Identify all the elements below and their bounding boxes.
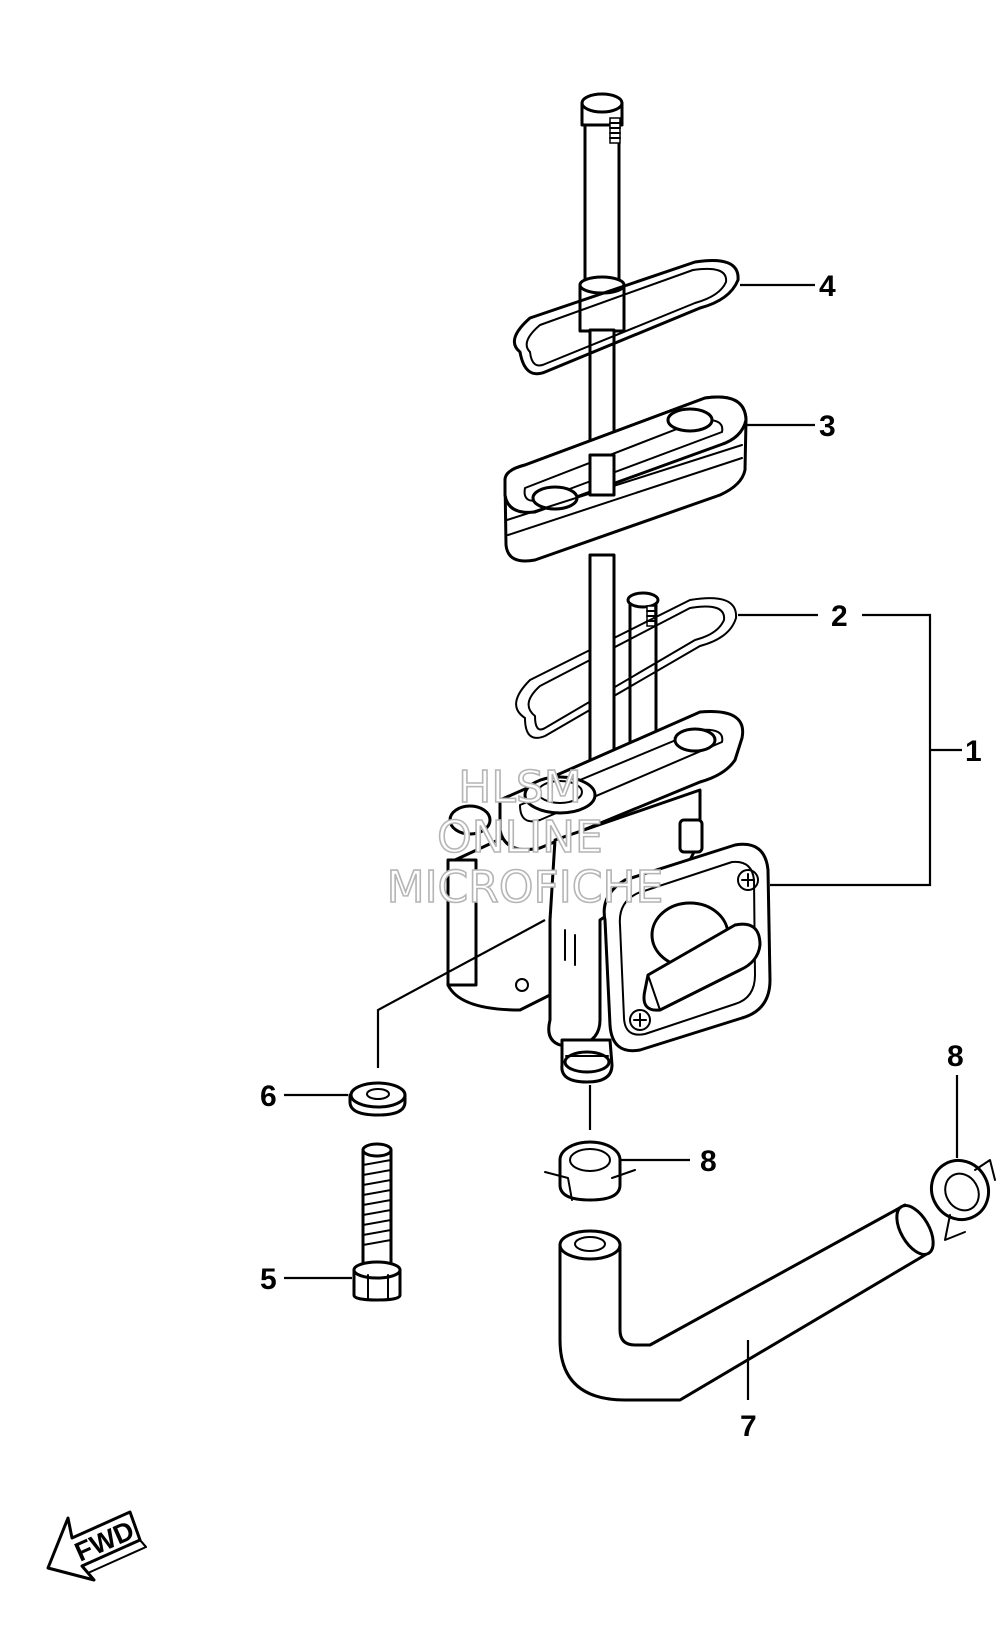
callout-1: 1 <box>965 735 982 768</box>
part-4-o-ring[interactable] <box>512 259 740 376</box>
callout-3: 3 <box>819 410 836 443</box>
watermark: HLSM ONLINE MICROFICHE <box>386 761 664 914</box>
part-1-fuel-cock-body[interactable] <box>446 710 772 1084</box>
part-2-o-ring[interactable] <box>515 597 738 739</box>
part-4-strainer-pipe[interactable] <box>578 92 626 462</box>
watermark-line-1: HLSM <box>458 762 582 813</box>
callout-4: 4 <box>819 270 836 303</box>
callout-2: 2 <box>831 600 848 633</box>
callout-8-right: 8 <box>947 1040 964 1073</box>
callout-8-center: 8 <box>700 1145 717 1178</box>
part-8-hose-clip-right[interactable] <box>921 1150 999 1241</box>
watermark-line-2: ONLINE <box>437 812 603 863</box>
part-3-gasket[interactable] <box>503 395 748 563</box>
part-7-fuel-hose[interactable] <box>558 1200 941 1402</box>
callout-7: 7 <box>740 1410 757 1443</box>
callout-6: 6 <box>260 1080 277 1113</box>
part-5-bolt[interactable] <box>352 1142 402 1302</box>
part-8-hose-clip-center[interactable] <box>544 1140 636 1202</box>
fwd-direction-arrow: FWD <box>46 1510 147 1582</box>
part-6-washer[interactable] <box>348 1081 407 1117</box>
leader-lines <box>284 283 962 1400</box>
callouts: 4 3 2 1 6 5 8 8 7 <box>260 270 982 1443</box>
callout-5: 5 <box>260 1263 277 1296</box>
watermark-line-3: MICROFICHE <box>387 862 664 913</box>
